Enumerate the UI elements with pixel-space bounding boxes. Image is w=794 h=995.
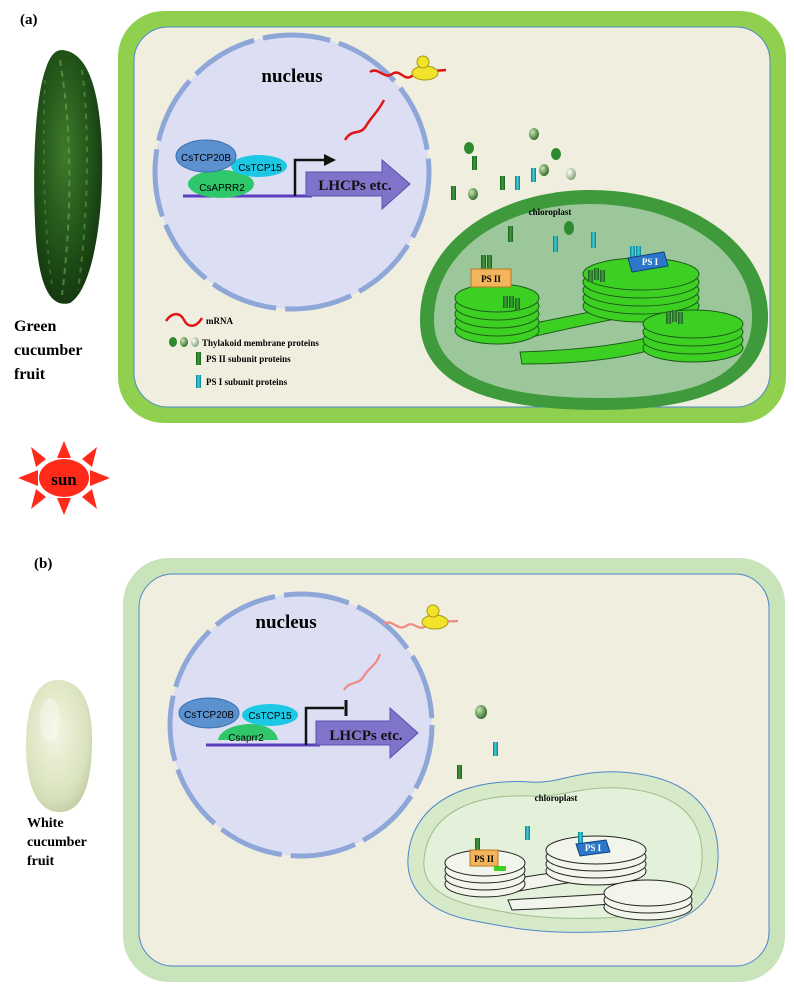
chloroplast-a-label: chloroplast bbox=[529, 207, 572, 217]
nucleus-b-label: nucleus bbox=[255, 612, 316, 633]
ps2-complex-a bbox=[470, 255, 512, 288]
white-fruit-label: White cucumber fruit bbox=[27, 816, 90, 869]
ribosome-b bbox=[421, 604, 449, 630]
aprr2-protein-b bbox=[218, 724, 278, 740]
ps1-complex-b bbox=[575, 832, 611, 857]
tcp15-label-a: CsTCP15 bbox=[238, 163, 282, 174]
legend-ps2-label: PS II subunit proteins bbox=[206, 354, 291, 364]
ps2-label-a: PS II bbox=[481, 274, 501, 284]
tcp20b-protein-b bbox=[178, 697, 240, 729]
nucleus-a bbox=[152, 32, 432, 312]
ps2-label-b: PS II bbox=[474, 854, 494, 864]
chloroplast-proteins-a bbox=[508, 221, 596, 252]
gene-label-b: LHCPs etc. bbox=[329, 728, 403, 744]
legend-mrna-swatch bbox=[164, 312, 204, 327]
gene-label-a: LHCPs etc. bbox=[318, 178, 392, 194]
ps2-complex-b bbox=[469, 838, 506, 871]
ps1-label-a: PS I bbox=[642, 257, 659, 267]
mrna-nuclear-a bbox=[343, 99, 386, 141]
aprr2-label-a: CsAPRR2 bbox=[199, 183, 245, 194]
activation-arrowhead-a bbox=[324, 154, 336, 166]
promoter-activation-a bbox=[293, 158, 326, 196]
legend-thylakoid-swatch bbox=[169, 337, 177, 347]
legend-ps1-swatch bbox=[196, 375, 201, 388]
gene-arrow-a bbox=[305, 158, 411, 211]
tcp20b-label-a: CsTCP20B bbox=[181, 153, 231, 164]
aprr2-protein-a bbox=[188, 170, 254, 198]
chloroplast-b-label: chloroplast bbox=[535, 793, 578, 803]
grana-a bbox=[454, 257, 744, 365]
tcp15-protein-b bbox=[242, 704, 298, 726]
nucleus-b bbox=[167, 591, 435, 859]
sun-label: sun bbox=[51, 470, 77, 489]
mrna-nuclear-b bbox=[343, 653, 382, 691]
cytoplasm-proteins-a bbox=[451, 128, 576, 200]
green-fruit-label: Green cucumber fruit bbox=[14, 318, 86, 383]
panel-b-label: (b) bbox=[34, 556, 52, 572]
ps1-complex-a bbox=[627, 246, 669, 273]
promoter-repression-b bbox=[304, 706, 344, 745]
ribosome-a bbox=[411, 55, 439, 81]
sun-icon bbox=[18, 441, 110, 515]
legend: mRNA Thylakoid membrane proteins PS II s… bbox=[164, 312, 319, 388]
tcp20b-label-b: CsTCP20B bbox=[184, 710, 234, 721]
white-cucumber-image bbox=[26, 680, 92, 813]
membrane-complexes-a bbox=[503, 268, 683, 324]
aprr2-label-b: Csaprr2 bbox=[228, 733, 264, 744]
panel-a-label: (a) bbox=[20, 12, 38, 28]
gene-arrow-b bbox=[315, 706, 419, 760]
legend-ps1-label: PS I subunit proteins bbox=[206, 377, 288, 387]
tcp15-label-b: CsTCP15 bbox=[248, 711, 292, 722]
legend-mrna-label: mRNA bbox=[206, 316, 233, 326]
tcp20b-protein-a bbox=[175, 139, 237, 173]
legend-thylakoid-label: Thylakoid membrane proteins bbox=[202, 338, 319, 348]
chloroplast-protein-b bbox=[525, 826, 530, 840]
cytoplasm-proteins-b bbox=[457, 705, 498, 779]
green-cucumber-image bbox=[34, 50, 103, 304]
tcp15-protein-a bbox=[231, 155, 287, 177]
legend-ps2-swatch bbox=[196, 352, 201, 365]
ps1-label-b: PS I bbox=[585, 843, 602, 853]
nucleus-a-label: nucleus bbox=[261, 66, 322, 87]
